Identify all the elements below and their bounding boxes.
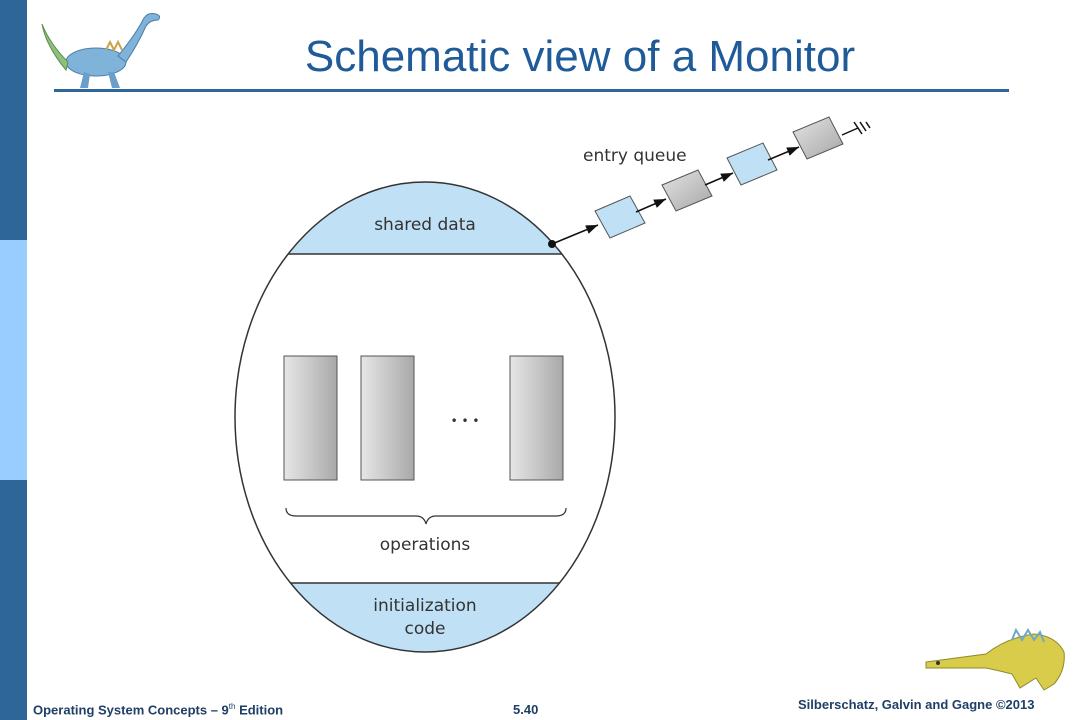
init-code-label-line1: initialization [373,596,476,616]
init-code-label-line2: code [405,619,446,639]
shared-data-label: shared data [374,215,476,235]
operations-brace [285,507,567,525]
operation-box [509,355,564,481]
footer-book-suffix: Edition [235,702,284,718]
queue-arrow [635,198,667,213]
operations-ellipsis: • • • [451,414,480,428]
operation-box [360,355,415,481]
queue-node [726,142,778,186]
queue-arrow [767,146,800,161]
sidebar-top-band [0,0,27,240]
ground-icon [841,121,871,136]
entry-queue-label: entry queue [583,146,687,166]
monitor-oval [234,181,616,653]
sidebar-bottom-band [0,480,27,720]
sidebar-middle-band [0,240,27,480]
dinosaur-footer-icon [925,627,1065,691]
operation-box [283,355,338,481]
queue-arrow [704,172,734,186]
queue-node [792,116,844,160]
footer-book-title: Operating System Concepts – 9th Edition [33,702,283,717]
queue-node [661,169,713,212]
slide-title: Schematic view of a Monitor [304,32,856,81]
title-underline [54,89,1009,92]
left-sidebar [0,0,27,720]
queue-node [594,195,646,239]
footer-page-number: 5.40 [513,702,539,717]
operations-label: operations [380,535,471,555]
footer-book-prefix: Operating System Concepts – 9 [33,702,229,718]
footer-book-sup: th [228,702,236,711]
footer-copyright: Silberschatz, Galvin and Gagne ©2013 [798,697,1035,712]
queue-arrow [551,224,599,245]
dinosaur-logo-icon [41,13,161,88]
